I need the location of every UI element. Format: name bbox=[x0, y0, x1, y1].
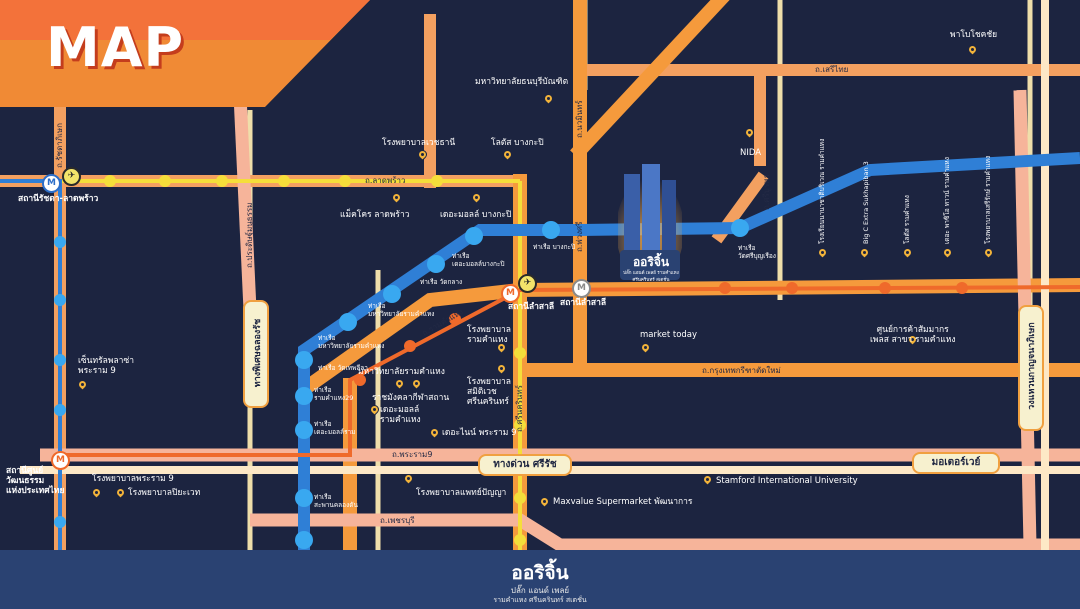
mrt-station-icon[interactable]: M bbox=[42, 174, 61, 193]
expressway-chalong-rat[interactable]: ทางพิเศษฉลองรัช bbox=[243, 300, 269, 408]
road-nawamin: ถ.นวมินทร์ bbox=[575, 100, 584, 138]
train-icon: ✈ bbox=[518, 274, 537, 293]
road-ratchadaphisek: ถ.รัชดาภิเษก bbox=[55, 123, 64, 168]
location-pin-icon[interactable] bbox=[418, 150, 427, 162]
location-pin-icon[interactable] bbox=[903, 248, 912, 260]
location-pin-icon[interactable] bbox=[497, 364, 506, 376]
location-pin-icon[interactable] bbox=[943, 248, 952, 260]
place-intl-school: โรงเรียนนานาชาติบริเวณ รามคำแหง bbox=[818, 138, 826, 244]
stop-ramkhamhaeng-uni-2: ท่าเรือ มหาวิทยาลัยรามคำแหง bbox=[318, 334, 385, 350]
mrt-station-icon[interactable]: M bbox=[572, 279, 591, 298]
stop-ramkhamhaeng-uni: ท่าเรือ มหาวิทยาลัยรามคำแหง bbox=[368, 302, 435, 318]
location-pin-icon[interactable] bbox=[472, 193, 481, 205]
location-pin-icon[interactable] bbox=[908, 335, 917, 347]
location-pin-icon[interactable] bbox=[818, 248, 827, 260]
stop-ramkhamhaeng-29: ท่าเรือ รามคำแหง29 bbox=[314, 386, 354, 402]
location-pin-icon[interactable] bbox=[544, 94, 553, 106]
building-tagline: ปลั๊ก แอนด์ เพลย์ รามคำแหง ศรีนครินทร์ ส… bbox=[623, 271, 679, 283]
expressway-motorway[interactable]: มอเตอร์เวย์ bbox=[912, 452, 1000, 474]
train-icon: ✈ bbox=[62, 167, 81, 186]
location-pin-icon[interactable] bbox=[745, 128, 754, 140]
location-pin-icon[interactable] bbox=[497, 343, 506, 355]
mrt-station-icon[interactable]: M bbox=[51, 451, 70, 470]
place-lotus-bangkapi: โลตัส บางกะปิ bbox=[491, 138, 544, 148]
place-lotus-ramkhamhaeng: โลตัส รามคำแหง bbox=[903, 195, 911, 244]
location-pin-icon[interactable] bbox=[503, 150, 512, 162]
footer-location: รามคำแหง ศรีนครินทร์ สเตชั่น bbox=[493, 596, 587, 604]
location-pin-icon[interactable] bbox=[641, 343, 650, 355]
road-srinakarin: ถ.ศรีนครินทร์ bbox=[515, 385, 524, 432]
place-rama9-hospital: โรงพยาบาลพระราม 9 bbox=[92, 474, 174, 484]
place-thai-hospital: โรงพยาบาลแพทย์ปัญญา bbox=[416, 488, 507, 498]
stop-bang-kapi: ท่าเรือ บางกะปิ bbox=[533, 243, 576, 251]
stop-wat-klang: ท่าเรือ วัดกลาง bbox=[420, 278, 463, 286]
place-nida: NIDA bbox=[740, 148, 762, 158]
road-mueang-si: ถ.พ่วงศรี bbox=[575, 221, 584, 252]
place-maxvalu: Maxvalue Supermarket พัฒนาการ bbox=[553, 497, 693, 507]
place-the-nine: เดอะไนน์ พระราม 9 bbox=[442, 428, 517, 438]
location-pin-icon[interactable] bbox=[404, 474, 413, 486]
footer-brand-name: ออริจิ้น bbox=[511, 562, 569, 584]
stop-the-mall-ram: ท่าเรือ เดอะมอลล์ราม bbox=[314, 420, 356, 436]
station-ratchada-ladprao[interactable]: สถานีรัชดา-ลาดพร้าว bbox=[18, 194, 99, 204]
place-paolo-chokchai: พาโบโชคชัย bbox=[950, 30, 998, 40]
place-praram9-piyavate: โรงพยาบาลปิยะเวท bbox=[128, 488, 201, 498]
location-pin-icon[interactable] bbox=[412, 379, 421, 391]
expressway-kanchanaphisek[interactable]: วงแหวนกาญจนาภิเษก bbox=[1018, 305, 1044, 431]
place-vejthani: โรงพยาบาลเวชธานี bbox=[382, 138, 456, 148]
place-market-today: market today bbox=[640, 330, 698, 340]
location-pin-icon[interactable] bbox=[78, 380, 87, 392]
road-phetchaburi: ถ.เพชรบุรี bbox=[380, 516, 415, 525]
expressway-si-rat[interactable]: ทางด่วน ศรีรัช bbox=[478, 454, 572, 476]
place-rajamangala: ราชมังคลากีฬาสถาน bbox=[372, 393, 450, 403]
location-pin-icon[interactable] bbox=[370, 405, 379, 417]
map-title: MAP bbox=[46, 16, 185, 79]
road-rama9: ถ.พระราม9 bbox=[392, 450, 433, 459]
stop-the-mall-bangkapi: ท่าเรือ เดอะมอลล์บางกะปิ bbox=[452, 252, 505, 268]
place-stamford: Stamford International University bbox=[716, 476, 858, 486]
building-icon[interactable] bbox=[618, 160, 682, 280]
location-pin-icon[interactable] bbox=[395, 379, 404, 391]
brand-footer: ออริจิ้น ปลั๊ก แอนด์ เพลย์ รามคำแหง ศรีน… bbox=[0, 550, 1080, 609]
location-pin-icon[interactable] bbox=[968, 45, 977, 57]
mrt-station-icon[interactable]: M bbox=[501, 284, 520, 303]
place-central-rama9: เซ็นทรัลพลาซ่า พระราม 9 bbox=[78, 356, 134, 376]
place-the-mall-bangkapi: เดอะมอลล์ บางกะปิ bbox=[440, 210, 512, 220]
stop-wat-si-bunruang: ท่าเรือ วัดศรีบุญเรือง bbox=[738, 244, 776, 260]
place-ramkhamhaeng-univ: มหาวิทยาลัยรามคำแหง bbox=[358, 367, 445, 377]
place-bangkok-thonburi-uni: มหาวิทยาลัยธนบุรีบัณฑิต bbox=[475, 77, 569, 87]
place-samitivej: โรงพยาบาล สมิติเวช ศรีนครินทร์ bbox=[467, 377, 512, 407]
place-ram-hospital: โรงพยาบาล รามคำแหง bbox=[467, 325, 512, 345]
location-pin-icon[interactable] bbox=[116, 488, 125, 500]
place-the-mall-shopping: ศูนย์การค้าสัมมากร เพลส สาขา รามคำแหง bbox=[870, 325, 956, 345]
road-pradit-manutham: ถ.ประดิษฐ์มนูธรรม bbox=[245, 202, 254, 268]
road-lat-phrao: ถ.ลาดพร้าว bbox=[365, 176, 406, 185]
location-pin-icon[interactable] bbox=[860, 248, 869, 260]
road-seri-thai: ถ.เสรีไทย bbox=[815, 65, 849, 74]
station-lam-sali[interactable]: สถานีลำสาลี bbox=[508, 302, 555, 312]
location-pin-icon[interactable] bbox=[92, 488, 101, 500]
location-pin-icon[interactable] bbox=[984, 248, 993, 260]
location-pin-icon[interactable] bbox=[430, 428, 439, 440]
location-pin-icon[interactable] bbox=[540, 497, 549, 509]
location-pin-icon[interactable] bbox=[392, 193, 401, 205]
road-krungthep-kreetha: ถ.กรุงเทพกรีฑาตัดใหม่ bbox=[702, 366, 781, 375]
place-the-mall-ram2: เดอะมอลล์ รามคำแหง bbox=[380, 405, 421, 425]
place-makro-ladprao: แม็คโคร ลาดพร้าว bbox=[340, 210, 410, 220]
building-brand: ออริจิ้น bbox=[632, 255, 670, 269]
station-lam-sali-2[interactable]: สถานีลำสาลี bbox=[560, 298, 607, 308]
place-bigc-sukhapiban3: Big C Extra Sukhapiban 3 bbox=[862, 161, 870, 244]
station-cultural-center[interactable]: สถานีศูนย์ วัฒนธรรม แห่งประเทศไทย bbox=[6, 466, 65, 496]
stop-wat-thep-lila: ท่าเรือ วัดเทพลีลา bbox=[318, 364, 368, 372]
place-rattanathibet: โรงพยาบาลเสรีรักษ์ รามคำแหง bbox=[984, 155, 992, 244]
footer-tagline: ปลั๊ก แอนด์ เพลย์ bbox=[510, 586, 570, 595]
location-pin-icon[interactable] bbox=[703, 475, 712, 487]
stop-saphan-khlong-tan: ท่าเรือ สะพานคลองตัน bbox=[314, 493, 358, 509]
place-the-paseo: เดอะ พาซิโอ ทาวน์ รามคำแหง bbox=[943, 157, 951, 244]
road-si-burapha: ถ.ศรีบูรพา bbox=[762, 174, 771, 210]
